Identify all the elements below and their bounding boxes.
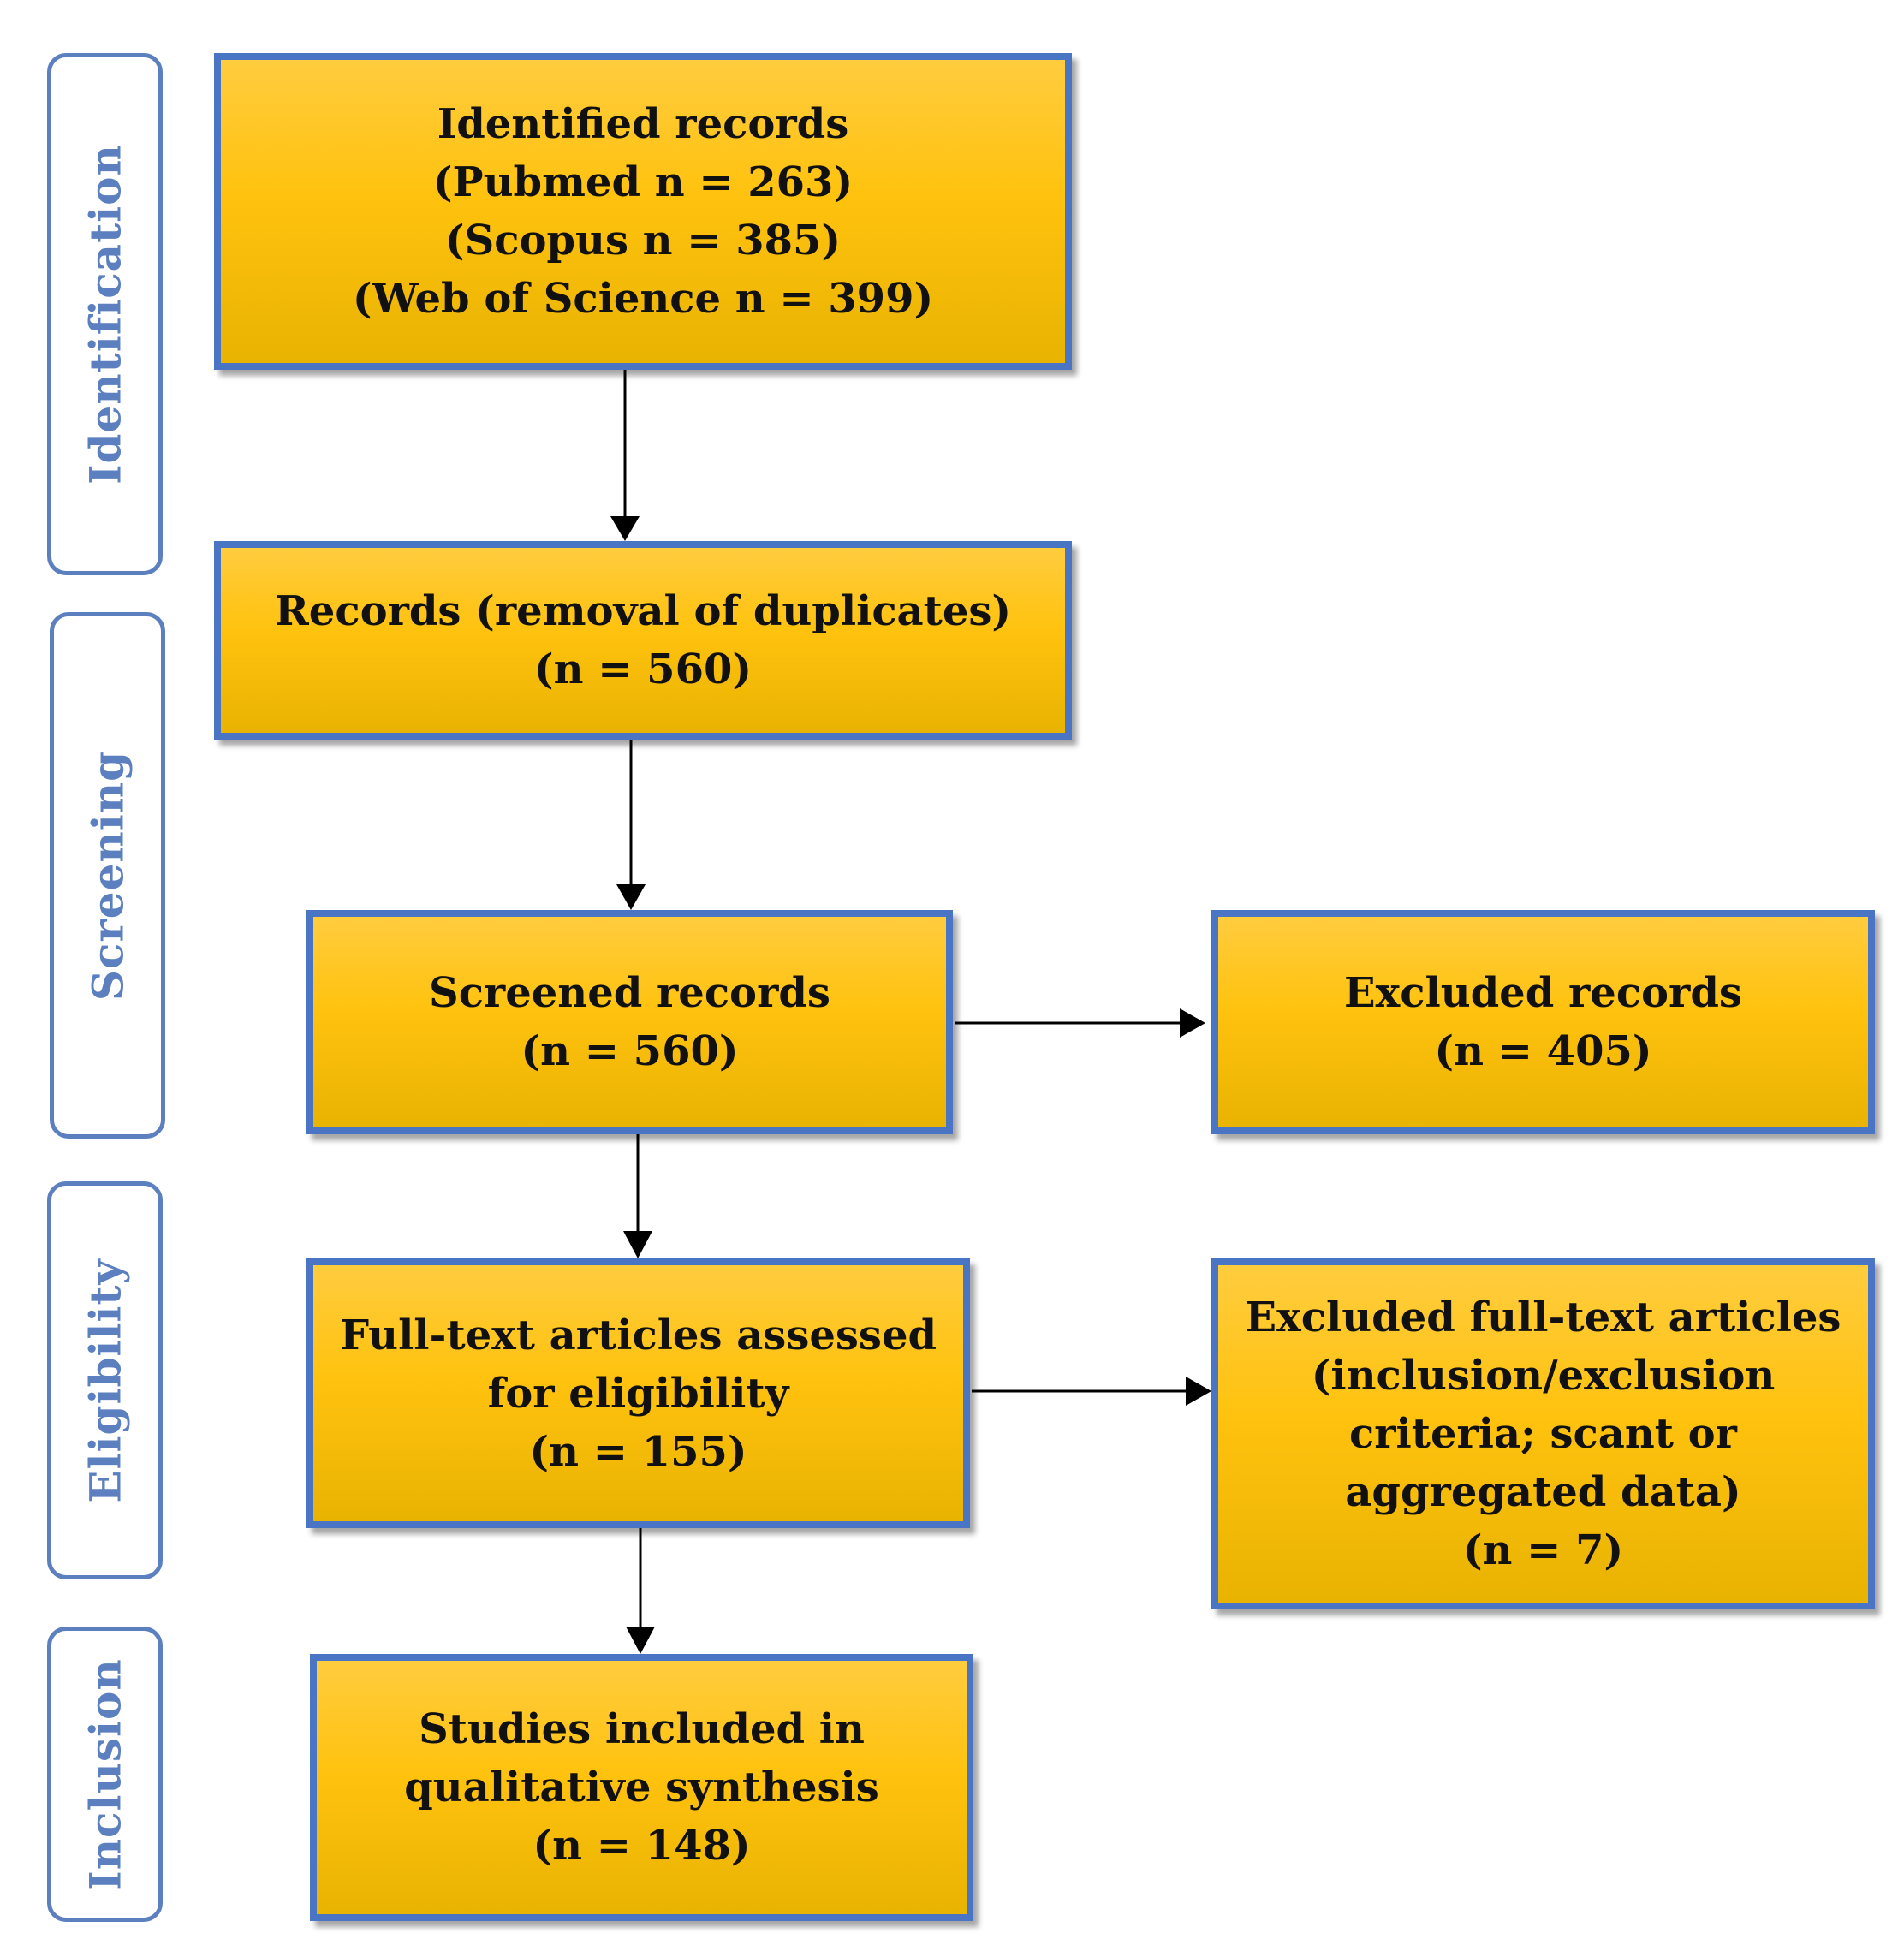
arrow-screened-to-fulltext [623,1132,652,1258]
box-text-line: (n = 560) [521,1027,739,1075]
box-excluded-fulltext: Excluded full-text articles (inclusion/ex… [1211,1258,1875,1609]
stage-screening: Screening [50,612,165,1139]
box-text-line: Identified records [437,100,849,148]
arrow-screened-to-excluded [955,1008,1205,1038]
arrow-fulltext-to-excluded [972,1377,1211,1406]
box-text-line: (Web of Science n = 399) [352,275,934,323]
box-fulltext-assessed: Full-text articles assessed for eligibili… [306,1258,970,1528]
box-text-line: (inclusion/exclusion [1311,1352,1776,1400]
arrow-deduplicated-to-screened [616,738,646,910]
box-text-line: (n = 560) [533,645,753,693]
box-studies-included: Studies included in qualitative synthesis… [310,1654,973,1921]
box-records-deduplicated: Records (removal of duplicates) (n = 560) [214,541,1072,740]
box-text-line: for eligibility [487,1369,789,1418]
box-text-line: Screened records [429,969,830,1017]
box-screened-records: Screened records (n = 560) [306,910,953,1134]
stage-identification: Identification [47,53,163,575]
box-identified-records: Identified records (Pubmed n = 263) (Scopu… [214,53,1072,370]
box-text-line: Full-text articles assessed [339,1311,937,1359]
box-text-line: (n = 148) [533,1822,751,1870]
box-text-line: Excluded records [1344,969,1742,1017]
box-text-line: (n = 7) [1462,1526,1624,1574]
box-text-line: (n = 405) [1434,1027,1652,1075]
arrow-identified-to-deduplicated [610,368,640,541]
arrow-fulltext-to-included [626,1528,655,1654]
box-text-line: (Scopus n = 385) [444,217,842,265]
box-text-line: Studies included in [419,1705,865,1753]
box-excluded-records: Excluded records (n = 405) [1211,910,1875,1134]
box-text-line: (Pubmed n = 263) [432,158,854,206]
box-text-line: aggregated data) [1345,1468,1741,1516]
stage-inclusion: Inclusion [47,1627,163,1922]
box-text-line: criteria; scant or [1349,1410,1737,1458]
box-text-line: Records (removal of duplicates) [274,587,1012,635]
box-text-line: qualitative synthesis [404,1764,879,1811]
box-text-line: (n = 155) [529,1427,747,1476]
stage-eligibility: Eligibility [47,1181,163,1579]
box-text-line: Excluded full-text articles [1245,1294,1842,1341]
